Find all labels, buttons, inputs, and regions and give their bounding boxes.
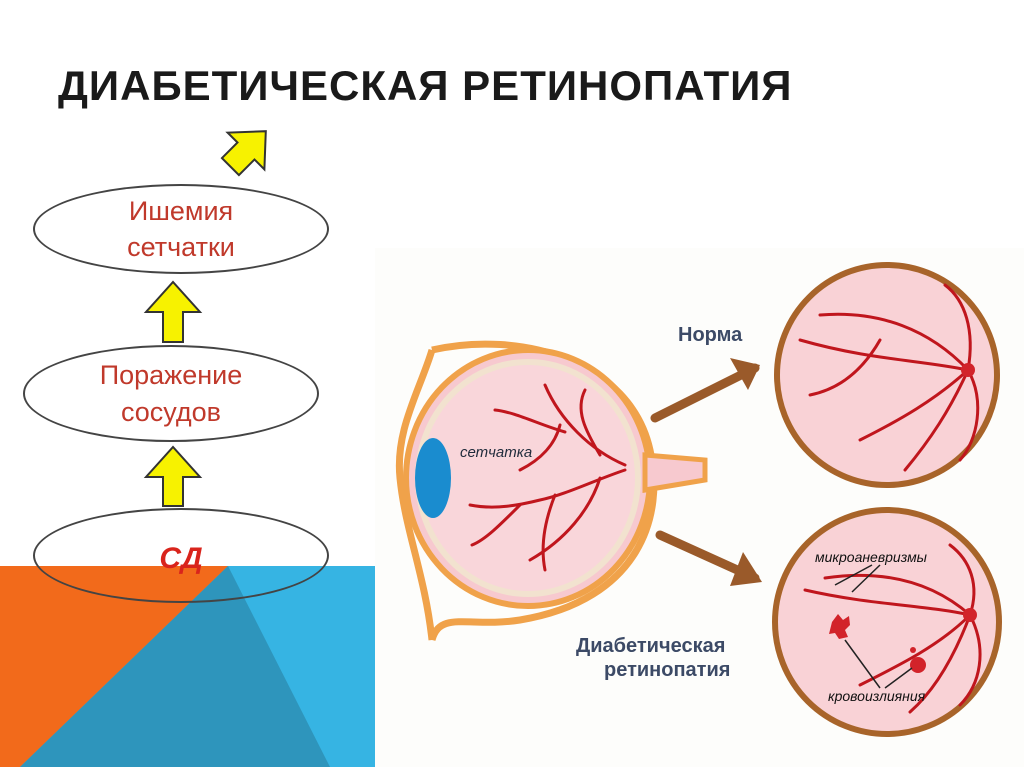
vessels-line-1: Поражение <box>99 360 243 391</box>
eyeball <box>395 340 708 642</box>
norm-label: Норма <box>678 324 743 346</box>
ellipse-vessel-damage: Поражение сосудов <box>23 345 319 442</box>
retina-vessels <box>468 383 627 572</box>
microaneurysms-label: микроаневризмы <box>815 549 928 565</box>
page-title: ДИАБЕТИЧЕСКАЯ РЕТИНОПАТИЯ <box>58 62 793 109</box>
arrow-up-icon-1 <box>143 280 203 343</box>
vessels-line-2: сосудов <box>120 396 222 427</box>
arrow-up-right-icon <box>220 130 267 177</box>
arrow-to-dr-icon <box>655 530 762 586</box>
retina-label: сетчатка <box>460 444 532 461</box>
ellipse-diabetes: СД <box>33 508 329 603</box>
sd-label: СД <box>159 541 203 575</box>
ischemia-line-2: сетчатки <box>127 232 235 262</box>
ellipse-retinal-ischemia: Ишемия сетчатки <box>33 184 329 274</box>
dr-label-line-1: Диабетическая <box>576 635 725 657</box>
bg-dark-shape <box>20 566 330 767</box>
hemorrhages-label: кровоизлияния <box>828 688 926 704</box>
fundus-normal <box>774 262 1000 488</box>
fundus-diabetic <box>772 507 1002 737</box>
hemorrhage-spots <box>829 614 926 673</box>
arrow-up-icon-2 <box>143 445 203 507</box>
arrow-to-norm-icon <box>650 358 760 423</box>
dr-label-line-2: ретинопатия <box>604 659 730 681</box>
ischemia-line-1: Ишемия <box>128 195 234 226</box>
